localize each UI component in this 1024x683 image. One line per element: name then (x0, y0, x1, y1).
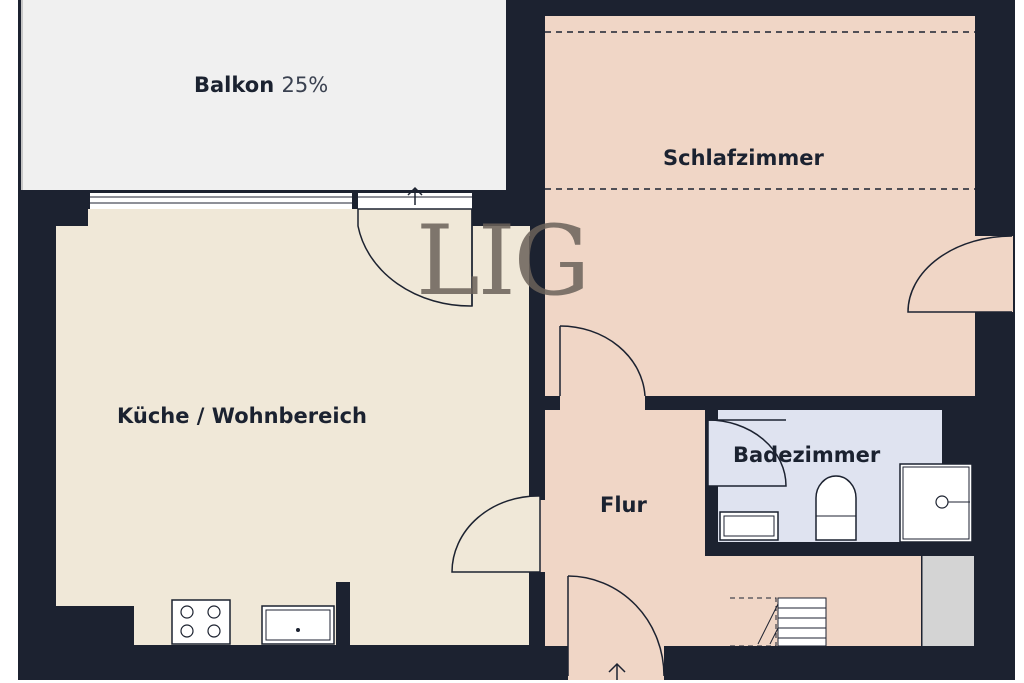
shower-tray-inner (902, 466, 970, 540)
bathroom-label: Badezimmer (733, 443, 881, 467)
entrance-zone (568, 576, 664, 680)
washbasin-icon (719, 511, 779, 541)
living-room-label: Küche / Wohnbereich (117, 404, 367, 428)
bedroom-balcony-door-swing (907, 235, 1013, 313)
page-bottom (0, 680, 1024, 683)
balcony-share: 25% (281, 73, 328, 97)
doors (357, 208, 1013, 677)
stove-burner (180, 605, 194, 619)
stove-burner (207, 624, 221, 638)
stairs-icon (730, 597, 827, 647)
balcony-arrow-icon (407, 186, 423, 205)
wall-segment (336, 582, 350, 646)
entrance-door-swing (567, 575, 665, 677)
bathroom-door-swing (707, 419, 787, 487)
stove-icon (171, 599, 231, 645)
bedroom-door-swing (559, 325, 646, 397)
balcony-label: Balkon 25% (194, 73, 328, 97)
washbasin-inner (723, 515, 775, 537)
sink-icon (261, 605, 335, 645)
wall-segment (56, 606, 134, 646)
toilet-icon (815, 475, 857, 541)
storage-floor (922, 556, 974, 646)
balcony-floor (22, 0, 506, 190)
living-door-swing (451, 495, 541, 573)
hallway-door-zone (560, 326, 645, 410)
balcony-door-frame (90, 193, 352, 209)
balcony-door-swing (357, 208, 473, 307)
bedroom-label: Schlafzimmer (663, 146, 824, 170)
stove-burner (180, 624, 194, 638)
watermark-logo: LIG (416, 205, 588, 317)
balcony-name: Balkon (194, 73, 274, 97)
sink-basin (265, 609, 331, 641)
hallway-opening (540, 500, 548, 572)
entrance-arrow-icon (608, 662, 626, 683)
stove-burner (207, 605, 221, 619)
sink-drain (296, 628, 300, 632)
hallway-label: Flur (600, 493, 647, 517)
